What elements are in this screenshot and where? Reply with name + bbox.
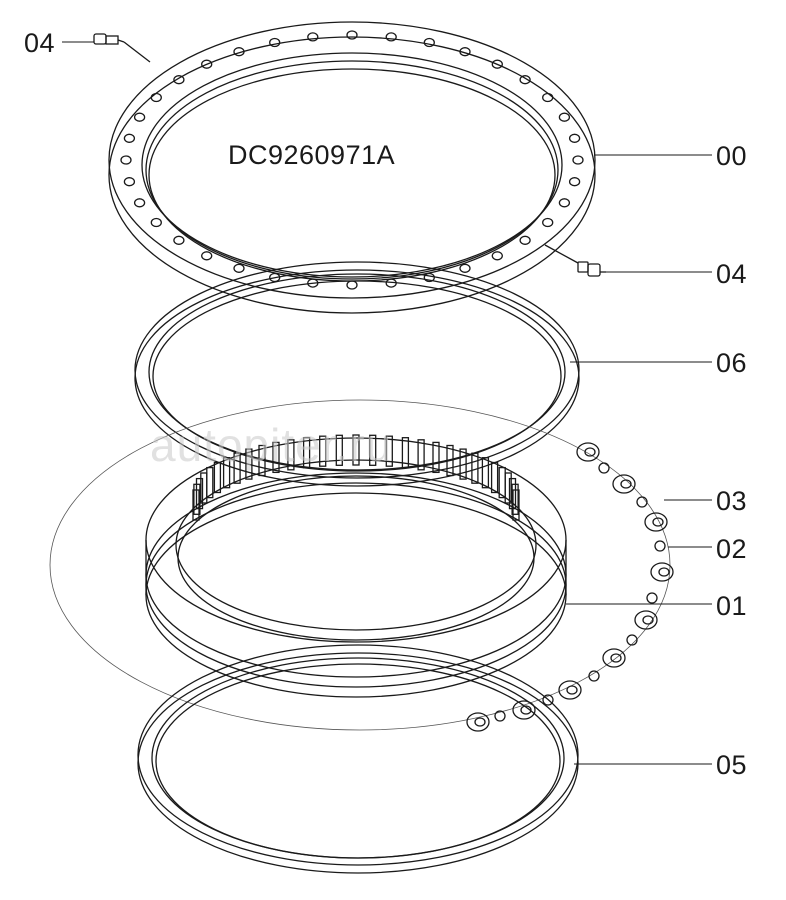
gear-tooth (233, 452, 241, 484)
bolt-hole (542, 217, 554, 228)
bolt-hole (201, 59, 213, 69)
roller (612, 474, 636, 494)
bolt-hole (307, 32, 319, 42)
callout-04-top: 04 (24, 28, 56, 58)
gear-tooth (335, 434, 343, 466)
gear-tooth (258, 444, 266, 477)
bolt-hole (519, 235, 531, 245)
roller (512, 700, 536, 720)
gear-tooth (319, 435, 327, 467)
callout-05: 05 (716, 750, 748, 780)
leader-lines (62, 41, 712, 765)
bolt-hole (133, 112, 146, 122)
bolt-hole (123, 177, 136, 187)
bolt-hole (423, 37, 435, 48)
gear-tooth (490, 461, 499, 494)
gear-tooth (352, 434, 360, 466)
grease-nipple-right (544, 244, 606, 277)
grease-nipple-top (93, 33, 151, 63)
gear-tooth (287, 439, 295, 471)
bolt-hole (150, 92, 162, 103)
spacer-ball (654, 540, 666, 552)
gear-tooth (498, 466, 506, 499)
bolt-hole (269, 37, 281, 48)
bolt-hole (150, 217, 162, 228)
gear-tooth (195, 477, 204, 510)
gear-tooth (512, 489, 520, 521)
bolt-hole (346, 280, 358, 290)
spacer-ball (494, 710, 506, 722)
bolt-hole (173, 75, 185, 85)
callout-06: 06 (716, 348, 748, 378)
outer-ring-part (108, 21, 596, 314)
roller (650, 562, 674, 582)
gear-tooth (417, 439, 425, 471)
bolt-hole (542, 92, 554, 103)
gear-tooth (213, 461, 222, 494)
bolt-hole (233, 263, 245, 273)
gear-tooth (245, 448, 253, 480)
inner-ring-teeth (192, 434, 520, 521)
bolt-hole (173, 235, 185, 245)
spacer-ball (626, 634, 638, 646)
callout-01: 01 (716, 591, 748, 621)
spacer-ball (598, 462, 610, 474)
gear-tooth (272, 441, 280, 474)
gear-tooth (302, 437, 311, 469)
bolt-hole (423, 272, 435, 283)
callout-03: 03 (716, 486, 748, 516)
gear-tooth (222, 457, 231, 489)
gear-tooth (481, 457, 490, 489)
callout-04-right: 04 (716, 259, 748, 289)
bolt-hole (568, 177, 581, 187)
bolt-hole (385, 32, 397, 42)
spacer-ball (542, 694, 554, 706)
roller (644, 512, 668, 532)
roller-chain (466, 442, 674, 732)
bolt-hole (519, 75, 531, 85)
bolt-hole (572, 155, 584, 165)
bolt-hole (346, 30, 358, 40)
gear-tooth (471, 452, 479, 484)
spacer-ball (646, 592, 658, 604)
gear-tooth (206, 466, 214, 499)
bolt-hole (459, 47, 471, 57)
watermark-text: autopiter.ru (150, 419, 393, 471)
bolt-hole (491, 251, 503, 261)
callout-00: 00 (716, 141, 748, 171)
spacer-ball (588, 670, 600, 682)
upper-seal-part (134, 261, 580, 487)
bolt-hole (459, 263, 471, 273)
callout-02: 02 (716, 534, 748, 564)
gear-tooth (459, 448, 467, 480)
bolt-hole (558, 198, 571, 208)
lower-seal-part (137, 644, 579, 874)
gear-tooth (385, 435, 393, 467)
roller (634, 610, 658, 630)
roller (558, 680, 582, 700)
bolt-hole (120, 155, 132, 165)
bolt-hole (558, 112, 571, 122)
gear-tooth (401, 437, 410, 469)
roller (602, 648, 626, 668)
outer-ring-bolt-holes (120, 30, 584, 290)
part-number-label: DC9260971A (228, 140, 396, 170)
bolt-hole (123, 133, 136, 143)
bolt-hole (233, 47, 245, 57)
inner-ring-part (145, 434, 567, 698)
spacer-ball (636, 496, 648, 508)
roller (466, 712, 490, 732)
gear-tooth (432, 441, 440, 474)
roller (576, 442, 600, 462)
bolt-hole (491, 59, 503, 69)
gear-tooth (511, 483, 519, 515)
bolt-hole (201, 251, 213, 261)
gear-tooth (446, 444, 454, 477)
bolt-hole (133, 198, 146, 208)
bolt-hole (568, 133, 581, 143)
gear-tooth (504, 472, 512, 504)
gear-tooth (369, 434, 377, 466)
